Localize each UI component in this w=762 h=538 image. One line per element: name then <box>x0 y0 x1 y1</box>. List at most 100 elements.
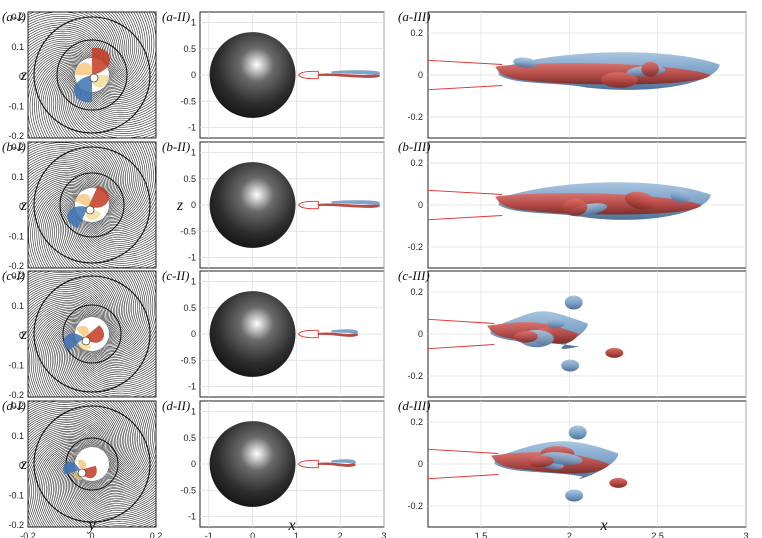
streamline <box>108 12 128 78</box>
streamline <box>54 457 77 527</box>
streamline <box>74 84 156 137</box>
y-tick-label: 0.2 <box>410 28 423 38</box>
red-structure <box>318 203 380 208</box>
y-tick-label: 1 <box>191 407 196 417</box>
streamline <box>28 50 88 78</box>
streamline <box>102 401 144 480</box>
streamline <box>56 201 76 268</box>
streamline <box>107 142 127 208</box>
streamline <box>28 434 93 527</box>
y-tick-label: 0.5 <box>183 44 196 54</box>
streamline <box>54 200 76 268</box>
inner-circle <box>59 172 125 238</box>
streamline <box>46 67 77 138</box>
streamline <box>76 473 156 517</box>
wake-structures <box>487 295 624 372</box>
streamline <box>105 271 138 345</box>
streamline <box>42 450 81 527</box>
streamline <box>28 36 96 59</box>
streamline <box>58 460 82 527</box>
streamline <box>28 306 91 397</box>
streamline <box>28 435 92 527</box>
streamline <box>28 142 118 202</box>
streamline <box>28 427 98 450</box>
streamline <box>97 401 153 487</box>
streamline <box>96 271 156 358</box>
streamline <box>28 160 101 191</box>
streamline <box>28 402 115 460</box>
blue-lobe <box>547 317 565 329</box>
x-tick-label: 1 <box>294 531 299 538</box>
streamline <box>106 271 136 344</box>
y-tick-label: 0.2 <box>410 287 423 297</box>
streamline <box>50 69 76 138</box>
red-structure <box>318 462 356 467</box>
y-tick-label: 0 <box>418 200 423 210</box>
streamline <box>28 142 119 203</box>
panel-label: (c-II) <box>162 268 189 283</box>
streamline <box>35 444 85 527</box>
y-axis-label: z <box>20 456 28 473</box>
streamline <box>78 217 156 258</box>
blue-lobe <box>565 489 584 502</box>
streamline <box>28 420 102 450</box>
streamline <box>105 401 139 476</box>
streamline <box>46 196 78 268</box>
streamline <box>100 12 122 74</box>
streamline <box>105 271 140 346</box>
streamline <box>28 178 89 268</box>
streamline <box>32 186 84 268</box>
red-lobe <box>609 477 628 488</box>
streamline <box>28 308 90 397</box>
panel-wake: 0.20-0.2(b-III) <box>398 139 747 269</box>
streamline <box>100 401 148 482</box>
streamline <box>28 281 107 323</box>
red-lobe <box>600 72 638 88</box>
streamline <box>83 90 156 122</box>
streamline <box>89 220 156 240</box>
streamline <box>40 192 80 268</box>
streamline <box>28 303 93 330</box>
streamline <box>100 142 152 224</box>
streamline <box>40 448 82 527</box>
streamline <box>92 84 156 106</box>
wake-line <box>427 85 503 91</box>
streamline <box>28 173 93 197</box>
streamline <box>28 401 121 465</box>
streamline <box>102 401 126 468</box>
row-2: 0.20.10-0.1-0.2(b-I)z10.50-0.5-1(b-II)z0… <box>2 139 747 271</box>
y-tick-label: 0 <box>191 459 196 469</box>
wake-structures <box>491 425 628 502</box>
streamline <box>90 342 156 367</box>
streamline <box>106 401 128 469</box>
streamline <box>28 404 114 459</box>
streamline <box>105 12 144 87</box>
streamline <box>86 350 156 372</box>
sphere <box>209 32 296 118</box>
wake-structures-small <box>318 329 358 337</box>
streamline <box>81 218 156 254</box>
streamline <box>96 401 155 488</box>
streamline <box>78 87 156 130</box>
streamline <box>95 76 156 102</box>
streamline <box>104 142 144 218</box>
streamline <box>100 12 155 94</box>
y-tick-label: -0.1 <box>8 360 24 370</box>
streamline <box>91 401 156 494</box>
streamline <box>81 88 156 126</box>
streamline <box>94 80 156 104</box>
y-tick-label: -0.2 <box>8 261 24 271</box>
streamline <box>31 441 87 527</box>
streamline <box>103 142 125 207</box>
streamline <box>73 342 156 393</box>
wake-structures-small <box>318 459 356 467</box>
streamline <box>31 58 83 138</box>
boundary-circle <box>33 275 151 393</box>
streamline <box>28 294 99 319</box>
streamline <box>28 51 87 138</box>
streamline <box>61 205 84 268</box>
streamline <box>78 345 156 385</box>
streamline <box>28 53 86 138</box>
streamline <box>51 455 78 527</box>
streamline <box>42 193 79 268</box>
